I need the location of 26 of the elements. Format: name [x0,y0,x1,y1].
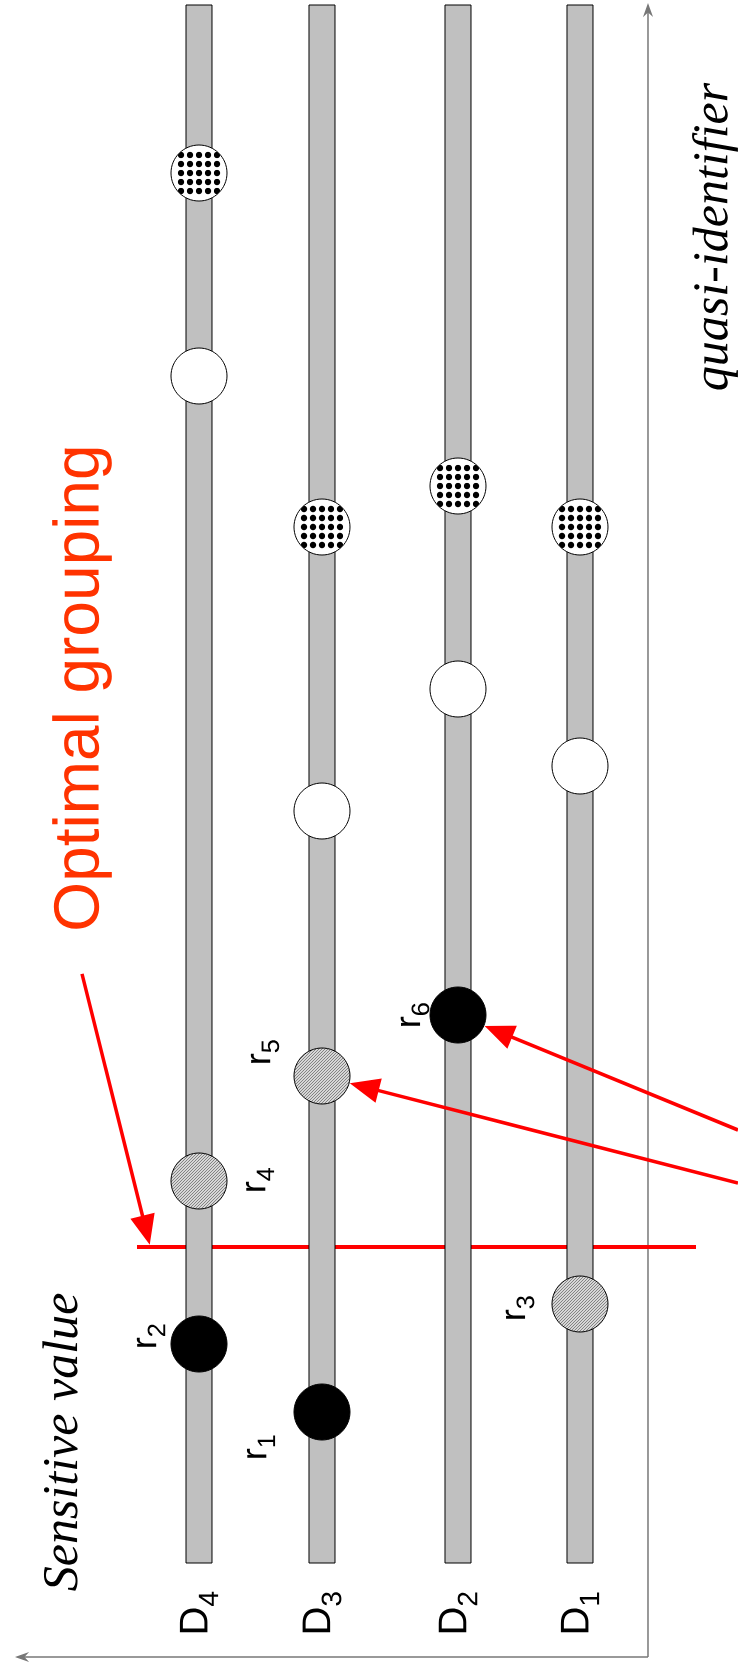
labeled-dot [551,1275,609,1333]
record-dot [429,660,487,718]
record-dot [551,737,609,795]
labeled-dot: r$_{3}$ [505,1296,535,1319]
band: D$_{2}$ [438,4,478,1633]
record-dot [293,498,351,556]
node-label: D$_{3}$ [302,1592,342,1633]
annotation-text: Optimal grouping [52,448,112,929]
labeled-dot [293,1047,351,1105]
record-dot [551,498,609,556]
node-label: D$_{4}$ [179,1591,219,1633]
node-label: D$_{2}$ [438,1592,478,1633]
record-dot [170,144,228,202]
node-label: r$_{6}$ [400,1003,430,1026]
node-label: r$_{1}$ [246,1435,276,1458]
axis-label: Sensitive value [42,1293,78,1591]
axis-label: quasi-identifier [692,82,738,390]
node-label: D$_{1}$ [560,1592,600,1633]
record-dot [429,457,487,515]
labeled-dot: r$_{5}$ [250,1040,280,1063]
node-label: r$_{2}$ [136,1324,166,1347]
labeled-dot: r$_{4}$ [245,1168,275,1191]
labeled-dot [170,1152,228,1210]
record-dot [170,347,228,405]
band: D$_{1}$ [560,4,600,1633]
record-dot [293,782,351,840]
